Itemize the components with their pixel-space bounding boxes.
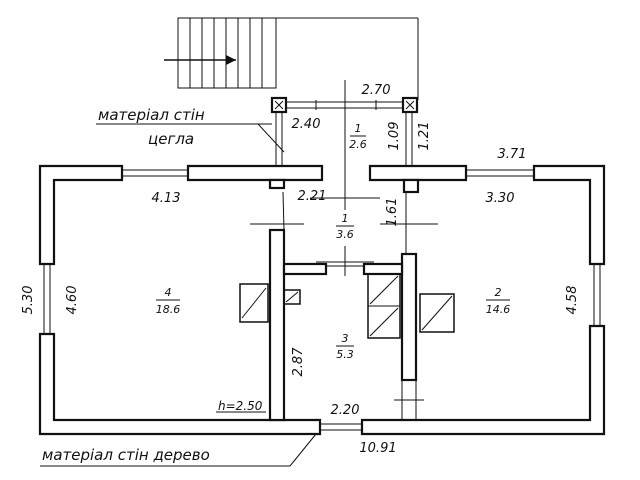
room-area-vestibule: 2.6 bbox=[349, 138, 367, 151]
outer-walls bbox=[38, 164, 606, 436]
arrow-head-icon bbox=[226, 55, 236, 65]
staircase bbox=[164, 17, 419, 100]
dim-bath-depth: 2.87 bbox=[291, 347, 306, 377]
axis-lines bbox=[250, 160, 438, 401]
room-number-right: 2 bbox=[495, 286, 502, 299]
room-labels: 1 2.6 1 3.6 3 5.3 4 18.6 2 14.6 bbox=[156, 122, 511, 361]
room-number-vestibule: 1 bbox=[355, 122, 362, 135]
dim-vestibule-right: 1.09 bbox=[387, 122, 402, 151]
dim-porch-width: 2.70 bbox=[362, 83, 391, 98]
room-number-corridor: 1 bbox=[342, 212, 349, 225]
room-area-bath: 5.3 bbox=[336, 348, 354, 361]
dim-vestibule-wall: 1.21 bbox=[417, 122, 432, 151]
material-value-top: цегла bbox=[148, 130, 194, 148]
dim-left-room-width: 4.13 bbox=[152, 191, 181, 206]
fixtures bbox=[239, 273, 455, 339]
dim-right-inner-height: 4.58 bbox=[565, 286, 580, 315]
dim-right-room-outer: 3.71 bbox=[498, 147, 527, 162]
dim-left-outer-height: 5.30 bbox=[21, 286, 36, 315]
dim-left-inner-height: 4.60 bbox=[65, 286, 80, 315]
dim-bath-width: 2.20 bbox=[331, 403, 360, 418]
dim-overall-length: 10.91 bbox=[359, 441, 396, 456]
material-label-top: матеріал стін bbox=[98, 106, 205, 124]
room-area-corridor: 3.6 bbox=[336, 228, 354, 241]
windows bbox=[43, 169, 601, 334]
dimensions: 2.70 2.40 1.09 1.21 2.21 1.61 4.13 3.71 … bbox=[21, 83, 580, 456]
stove-left bbox=[239, 283, 269, 323]
dim-corridor-depth: 1.61 bbox=[385, 198, 400, 227]
dim-right-room-inner: 3.30 bbox=[486, 191, 515, 206]
porch bbox=[257, 80, 419, 166]
stove-right bbox=[419, 293, 455, 333]
room-area-right: 14.6 bbox=[486, 303, 511, 316]
material-label-bottom: матеріал стін дерево bbox=[42, 446, 210, 464]
room-area-left: 18.6 bbox=[156, 303, 181, 316]
interior-walls bbox=[268, 178, 420, 431]
chimney bbox=[283, 289, 301, 305]
dim-corridor-width: 2.21 bbox=[298, 189, 327, 204]
room-number-left: 4 bbox=[165, 286, 172, 299]
dim-porch-depth: 2.40 bbox=[292, 117, 321, 132]
room-number-bath: 3 bbox=[342, 332, 349, 345]
material-notes: матеріал стін цегла матеріал стін дерево… bbox=[40, 106, 317, 467]
ceiling-height: h=2.50 bbox=[218, 399, 263, 413]
